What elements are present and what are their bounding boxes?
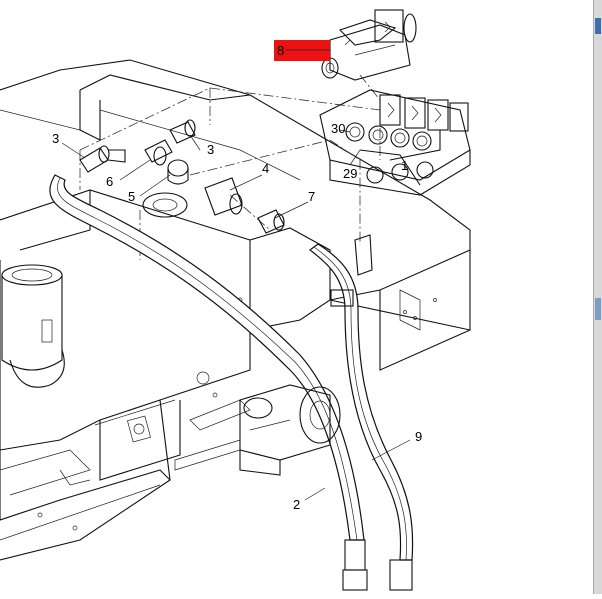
elbow-fitting-3a (79, 145, 126, 173)
hydraulic-tank (1, 264, 65, 388)
bulkhead-cap (142, 192, 188, 218)
callout-9[interactable]: 9 (415, 429, 422, 444)
edge-marker-middle (595, 298, 601, 320)
coupling-4 (204, 177, 243, 216)
callout-4[interactable]: 4 (262, 161, 269, 176)
top-plate (0, 59, 471, 371)
tee-fitting-6 (144, 139, 173, 166)
callout-3-left[interactable]: 3 (52, 131, 59, 146)
callout-3-right[interactable]: 3 (207, 142, 214, 157)
callout-8-highlight (274, 40, 330, 61)
callout-29[interactable]: 29 (343, 166, 357, 181)
callout-8[interactable]: 8 (274, 40, 330, 61)
valve-block (319, 89, 471, 196)
callout-7[interactable]: 7 (308, 189, 315, 204)
chassis-frame (0, 189, 331, 561)
callout-30[interactable]: 30 (331, 121, 345, 136)
elbow-fitting-3b (169, 119, 196, 144)
pump-assembly (239, 384, 341, 476)
callout-8-label: 8 (277, 43, 284, 58)
fittings (79, 119, 373, 276)
assembly-envelope (79, 74, 381, 260)
leader-lines (61, 129, 411, 501)
callout-1[interactable]: 1 (401, 158, 408, 173)
valve-ports (345, 122, 434, 184)
adapter-5 (167, 159, 189, 185)
callout-2[interactable]: 2 (293, 497, 300, 512)
hoses (49, 174, 414, 591)
solenoid-valve (321, 9, 417, 81)
hose-9 (309, 243, 414, 591)
callout-6[interactable]: 6 (106, 174, 113, 189)
nipple-7 (257, 209, 285, 234)
hose-2 (49, 174, 368, 591)
callout-5[interactable]: 5 (128, 189, 135, 204)
scrollbar-edge[interactable] (593, 0, 602, 594)
bracket (354, 234, 373, 276)
edge-marker-top (595, 18, 601, 34)
solenoid-cluster (379, 94, 469, 132)
